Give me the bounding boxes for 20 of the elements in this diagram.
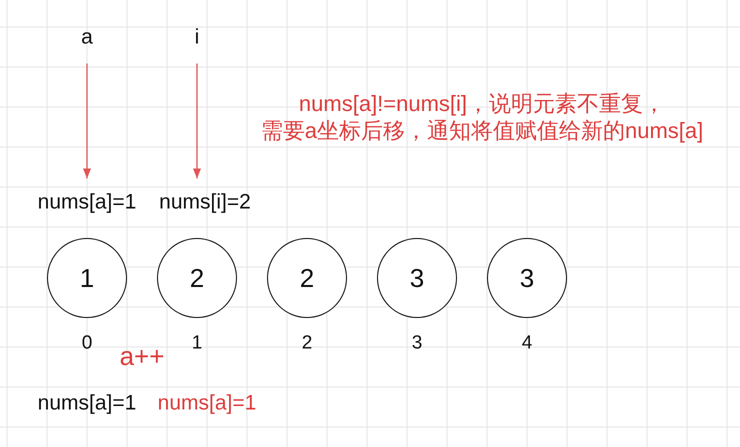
increment-label: a++ xyxy=(120,343,164,369)
value-label: nums[a]=1 xyxy=(38,192,136,212)
number-circle: 3 xyxy=(487,238,567,318)
number-circle: 3 xyxy=(377,238,457,318)
number-circle: 2 xyxy=(267,238,347,318)
arrow xyxy=(83,64,91,178)
value-label: nums[a]=1 xyxy=(38,392,136,414)
index-label: 1 xyxy=(192,334,202,352)
value-label: nums[a]=1 xyxy=(158,392,256,414)
arrow xyxy=(193,64,201,178)
value-label: nums[i]=2 xyxy=(159,192,251,212)
index-label: 2 xyxy=(302,334,312,352)
index-label: 4 xyxy=(522,334,532,352)
index-label: 0 xyxy=(82,334,92,352)
number-circle: 2 xyxy=(157,238,237,318)
note-text: nums[a]!=nums[i]，说明元素不重复，需要a坐标后移，通知将值赋值给新的nums[a] xyxy=(260,90,704,144)
number-circle: 1 xyxy=(47,238,127,318)
variable-label: a xyxy=(81,26,93,48)
index-label: 3 xyxy=(412,334,422,352)
variable-label: i xyxy=(194,26,200,48)
